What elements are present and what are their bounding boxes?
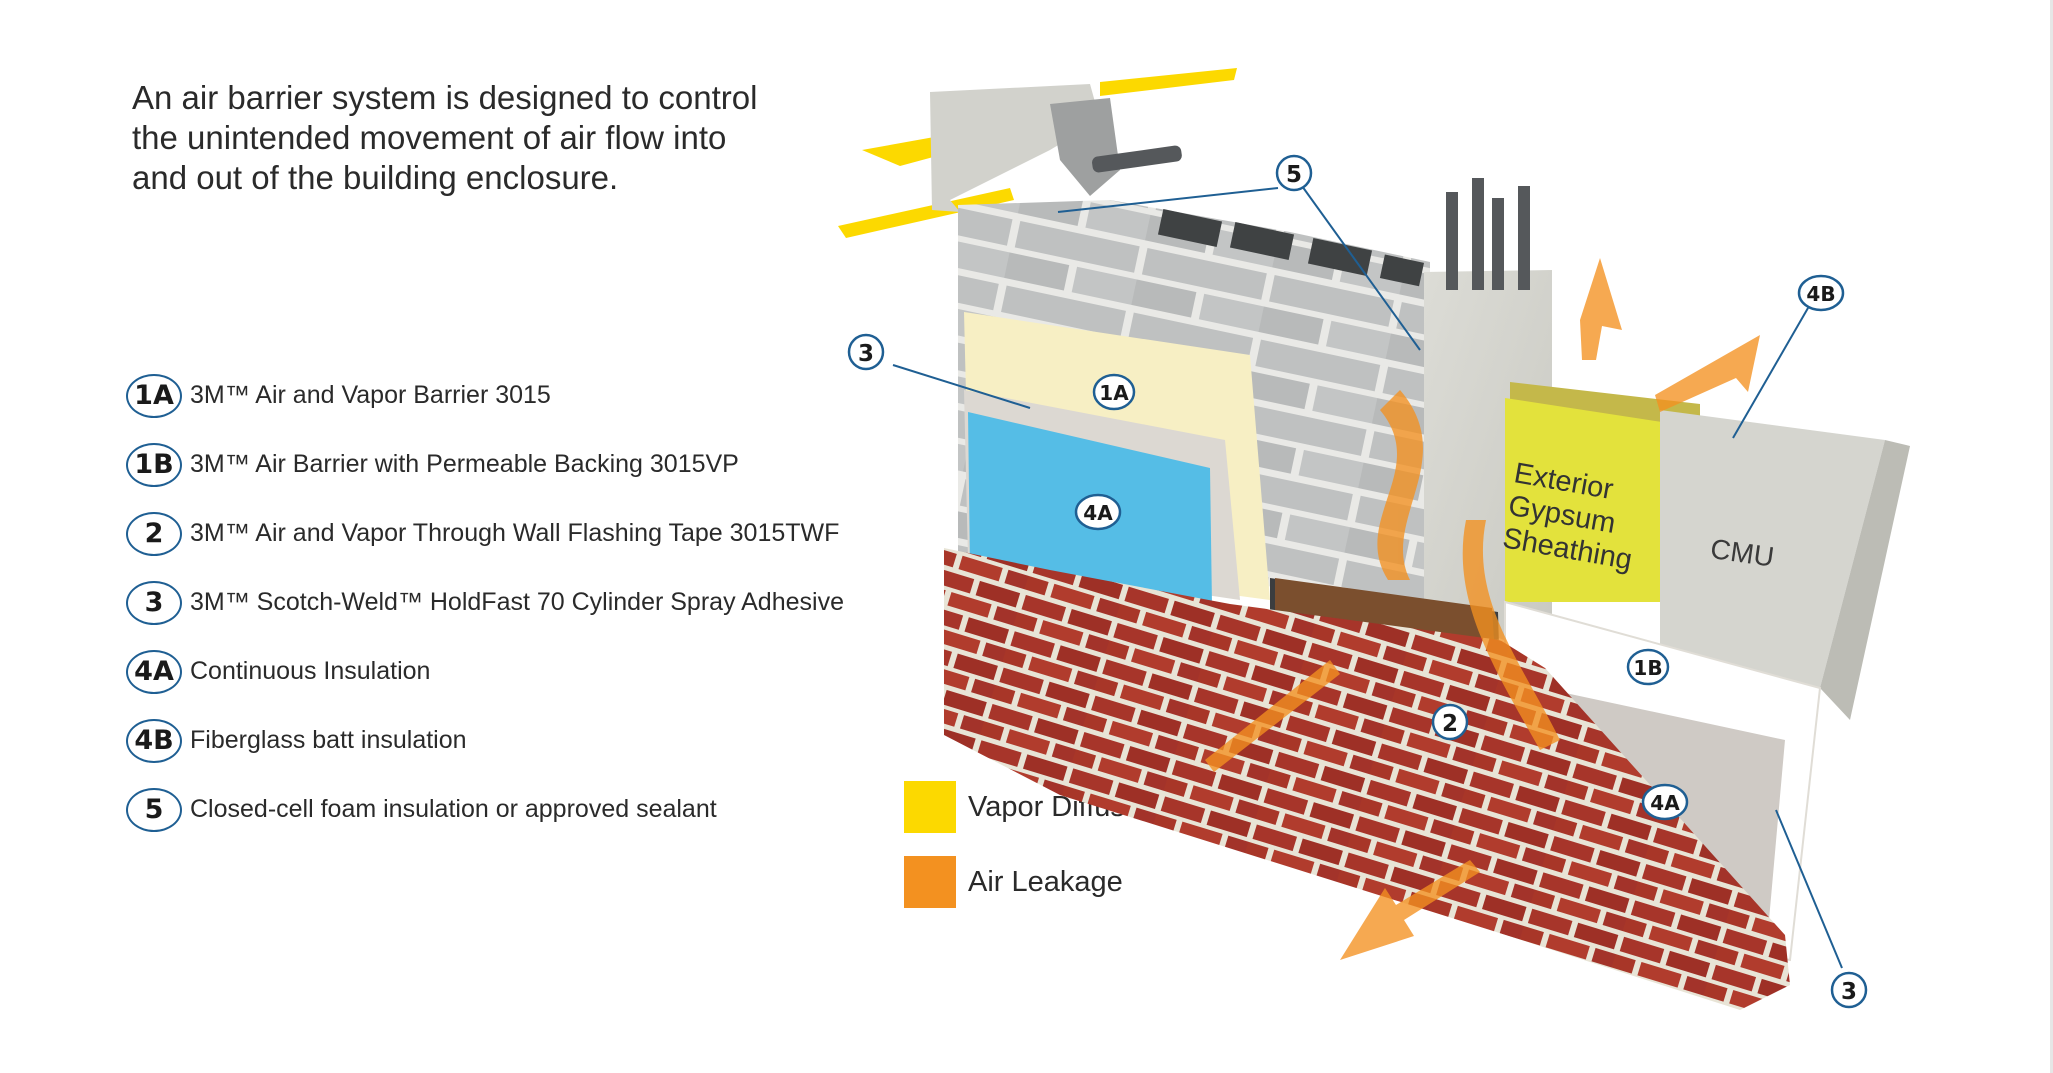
- callout-circle: [1431, 703, 1469, 741]
- legend-item-4a: 4A Continuous Insulation: [126, 637, 926, 706]
- callout-circle: [1092, 373, 1136, 411]
- legend-badge: 4A: [126, 649, 182, 694]
- leader-line: [1775, 809, 1843, 969]
- brick-veneer: [944, 548, 1790, 1010]
- component-legend: 1A 3M™ Air and Vapor Barrier 3015 1B 3M™…: [126, 361, 926, 844]
- intro-line: An air barrier system is designed to con…: [132, 79, 758, 116]
- vapor-arrow: [838, 188, 1014, 238]
- legend-text: Continuous Insulation: [190, 657, 431, 685]
- leader-line: [892, 364, 1031, 409]
- callout-number: 2: [1442, 711, 1458, 737]
- callout-circle: [1830, 971, 1868, 1009]
- callout-circle: [1797, 274, 1845, 312]
- air-arrow: [1655, 335, 1760, 412]
- legend-text: 3M™ Air and Vapor Through Wall Flashing …: [190, 519, 840, 547]
- callout-number: 3: [1841, 979, 1857, 1005]
- air-arrow: [1377, 390, 1423, 580]
- legend-badge: 1A: [126, 373, 182, 418]
- callout-3-left: 3: [847, 333, 885, 371]
- callout-number: 4B: [1806, 282, 1835, 306]
- callout-circle: [1275, 154, 1313, 192]
- intro-text: An air barrier system is designed to con…: [132, 78, 812, 198]
- leader-line: [1057, 187, 1279, 213]
- callout-circle: [847, 333, 885, 371]
- callout-number: 4A: [1083, 501, 1113, 525]
- legend-item-1a: 1A 3M™ Air and Vapor Barrier 3015: [126, 361, 926, 430]
- rebar-column: [1446, 178, 1530, 290]
- callout-number: 3: [858, 341, 874, 367]
- legend-badge: 4B: [126, 718, 182, 763]
- air-arrow: [1580, 258, 1622, 360]
- page-edge-divider: [2050, 0, 2053, 1073]
- legend-item-1b: 1B 3M™ Air Barrier with Permeable Backin…: [126, 430, 926, 499]
- legend-text: Fiberglass batt insulation: [190, 726, 467, 754]
- callout-1a: 1A: [1092, 373, 1136, 411]
- legend-text: 3M™ Air Barrier with Permeable Backing 3…: [190, 450, 739, 478]
- leader-line: [1732, 307, 1809, 439]
- exterior-gypsum-sheathing: [1505, 398, 1662, 602]
- rebar-top: [1092, 145, 1182, 173]
- callout-number: 1B: [1633, 656, 1662, 680]
- legend-item-5: 5 Closed-cell foam insulation or approve…: [126, 775, 926, 844]
- legend-item-3: 3 3M™ Scotch-Weld™ HoldFast 70 Cylinder …: [126, 568, 926, 637]
- callout-2: 2: [1431, 703, 1469, 741]
- legend-badge: 5: [126, 787, 182, 832]
- legend-text: 3M™ Scotch-Weld™ HoldFast 70 Cylinder Sp…: [190, 588, 844, 616]
- air-label: Air Leakage: [968, 865, 1123, 898]
- cmu-right-block: [1660, 410, 1885, 688]
- air-arrow: [1340, 860, 1480, 960]
- callout-circle: [1641, 783, 1689, 821]
- callout-circle: [1074, 493, 1122, 531]
- vapor-swatch: [904, 781, 956, 833]
- legend-badge: 3: [126, 580, 182, 625]
- callout-number: 5: [1286, 162, 1302, 188]
- callout-3-right: 3: [1830, 971, 1868, 1009]
- legend-text: 3M™ Air and Vapor Barrier 3015: [190, 381, 551, 409]
- air-swatch: [904, 856, 956, 908]
- intro-line: and out of the building enclosure.: [132, 159, 619, 196]
- callout-leader-lines: [892, 185, 1843, 969]
- air-arrow: [1462, 520, 1560, 750]
- flashing-tape-brown: [1275, 578, 1494, 640]
- legend-text: Closed-cell foam insulation or approved …: [190, 795, 717, 823]
- callout-number: 4A: [1650, 791, 1680, 815]
- top-slab-face: [1050, 98, 1120, 196]
- intro-line: the unintended movement of air flow into: [132, 119, 727, 156]
- vapor-arrow: [1100, 68, 1237, 96]
- key-air-leakage: Air Leakage: [904, 856, 1123, 908]
- callout-number: 1A: [1099, 381, 1129, 405]
- cmu-right-side: [1820, 440, 1910, 720]
- callout-4a-right: 4A: [1641, 783, 1689, 821]
- callout-circle: [1626, 648, 1670, 686]
- legend-badge: 1B: [126, 442, 182, 487]
- callout-4b: 4B: [1797, 274, 1845, 312]
- air-arrow: [1205, 660, 1340, 772]
- block-cores: [1157, 209, 1425, 287]
- air-leakage-arrows: [1205, 258, 1760, 960]
- callout-5: 5: [1275, 154, 1313, 192]
- legend-badge: 2: [126, 511, 182, 556]
- callout-4a-left: 4A: [1074, 493, 1122, 531]
- legend-item-4b: 4B Fiberglass batt insulation: [126, 706, 926, 775]
- callout-1b: 1B: [1626, 648, 1670, 686]
- legend-item-2: 2 3M™ Air and Vapor Through Wall Flashin…: [126, 499, 926, 568]
- leader-line: [1301, 185, 1421, 351]
